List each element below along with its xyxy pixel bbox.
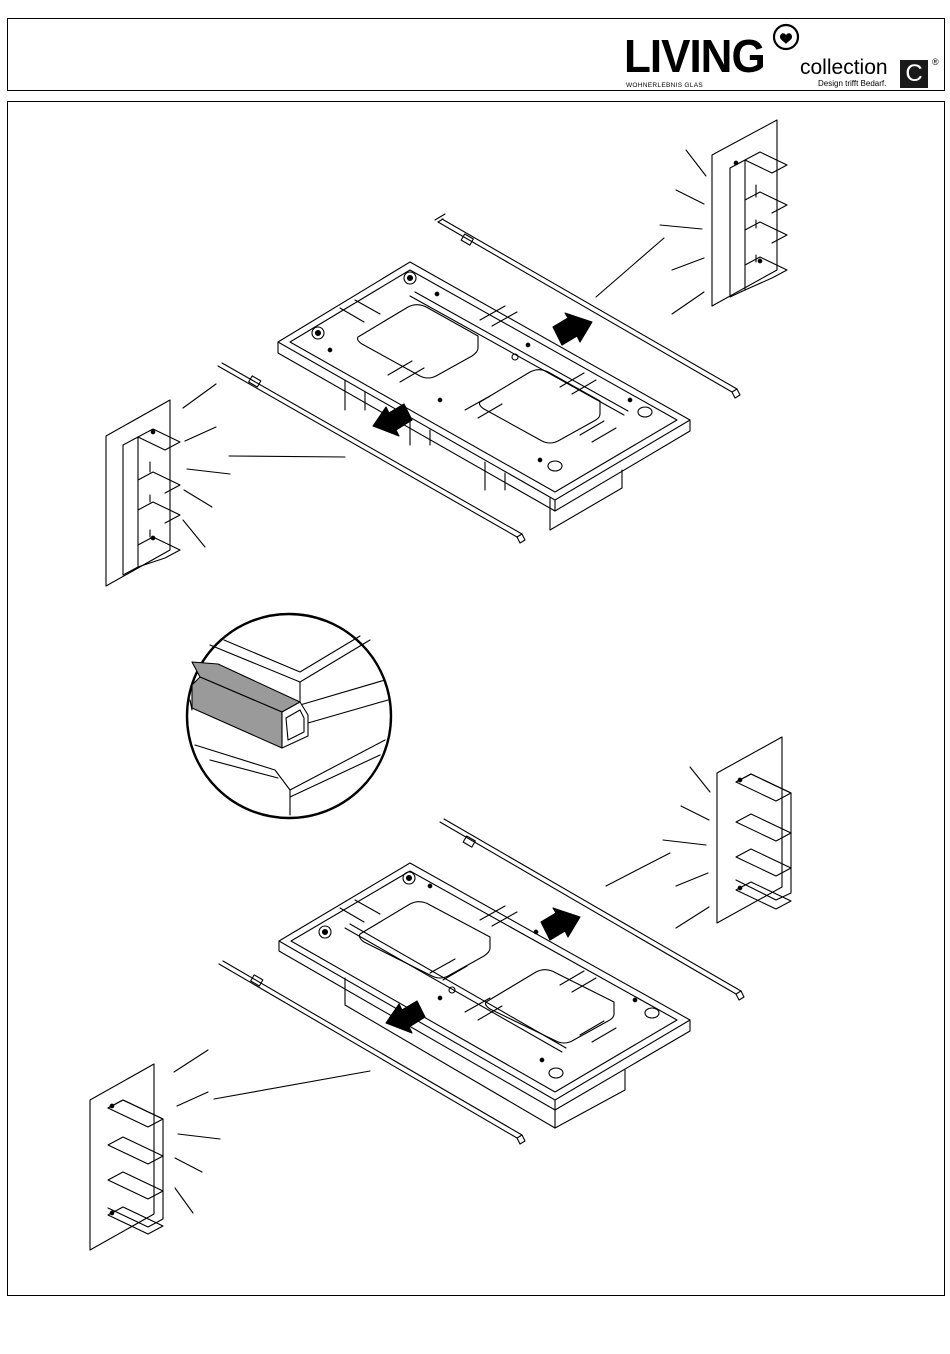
motion-lines-right-1 xyxy=(596,150,706,314)
side-panel-right-1 xyxy=(712,120,787,306)
side-panel-right-2 xyxy=(717,737,791,923)
black-arrow-icon xyxy=(553,313,592,345)
side-panel-left-1 xyxy=(106,400,180,586)
black-arrow-icon xyxy=(373,404,412,436)
motion-lines-left-1 xyxy=(183,384,345,547)
motion-lines-right-2 xyxy=(606,767,710,928)
cabinet-top-view-1 xyxy=(278,262,690,530)
motion-lines-left-2 xyxy=(174,1050,370,1213)
detail-circle-icon xyxy=(187,614,391,818)
cabinet-top-view-2 xyxy=(279,863,690,1128)
black-arrow-icon xyxy=(541,908,580,940)
side-panel-left-2 xyxy=(90,1064,163,1250)
